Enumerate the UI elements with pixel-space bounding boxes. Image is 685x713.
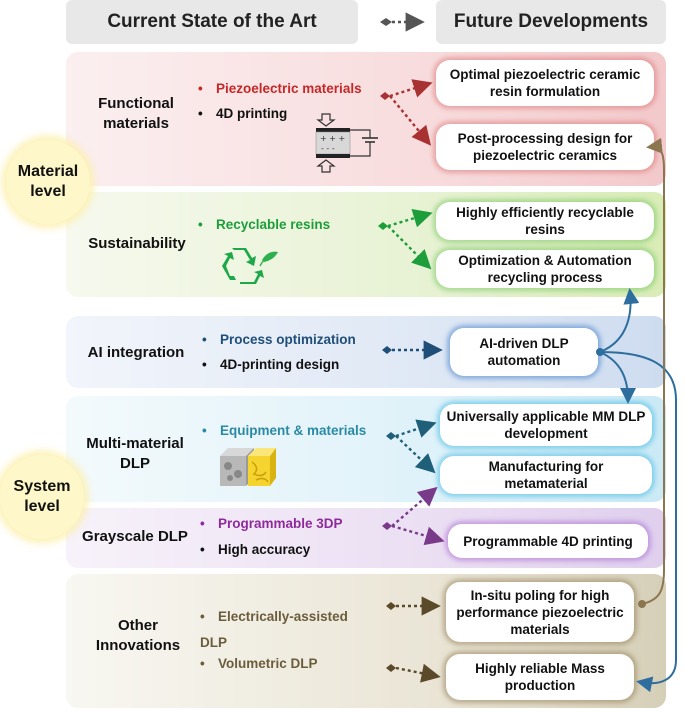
bullet-piezoelectric: •Piezoelectric materials [198,81,362,96]
bullet-text: Electrically-assisted DLP [200,609,348,650]
bullet-high-accuracy: •High accuracy [200,542,311,557]
bullet-equipment-materials: •Equipment & materials [202,423,367,438]
future-metamaterial: Manufacturing for metamaterial [440,456,652,494]
future-recyclable-resins: Highly efficiently recyclable resins [436,202,654,240]
other-arrows [386,596,441,683]
bullet-process-optimization: •Process optimization [202,332,356,347]
ai-hub-connectors [596,288,677,693]
future-insitu-poling: In-situ poling for high performance piez… [446,582,634,642]
bullet-text: Equipment & materials [220,423,367,438]
capacitor-icon: + + + - - - [312,112,388,174]
future-piezo-resin: Optimal piezoelectric ceramic resin form… [436,60,654,106]
bullet-text: High accuracy [218,542,311,557]
category-ai: AI integration [87,344,185,361]
bullet-electrically-assisted: •Electrically-assisted DLP [200,609,348,650]
gray-arrows [382,486,445,546]
category-gray: Grayscale DLP [82,528,188,545]
capacitor-plus: + + + [320,134,345,143]
bullet-text: 4D-printing design [220,357,340,372]
bullet-volumetric: •Volumetric DLP [200,656,318,671]
insitu-feedback-connector [638,137,665,608]
bullet-4d-printing: •4D printing [198,106,288,121]
functional-arrows [380,79,433,146]
future-developments-header: Future Developments [436,0,666,44]
bullet-text: Recyclable resins [216,217,331,232]
recycle-icon [220,244,280,288]
bullet-text: Process optimization [220,332,356,347]
category-other: Other Innovations [95,617,181,654]
category-multi: Multi-material DLP [86,435,184,472]
ai-arrow [382,340,443,360]
future-piezo-postprocessing: Post-processing design for piezoelectric… [436,124,654,170]
future-programmable-4d: Programmable 4D printing [448,524,648,558]
bullet-text: Piezoelectric materials [216,81,362,96]
sustainability-arrows [378,208,433,270]
material-level-badge: Material level [6,140,90,224]
future-ai-dlp: AI-driven DLP automation [450,328,598,376]
bullet-programmable-3dp: •Programmable 3DP [200,516,343,531]
bullet-text: Programmable 3DP [218,516,343,531]
bullet-text: Volumetric DLP [218,656,318,671]
legend-arrow [380,12,425,32]
future-mm-dlp: Universally applicable MM DLP developmen… [440,404,652,446]
bullet-4d-printing-design: •4D-printing design [202,357,340,372]
capacitor-minus: - - - [321,144,335,153]
multi-material-cube-icon [216,446,278,488]
category-functional: Functional materials [98,95,174,132]
category-sustainability: Sustainability [88,235,186,252]
multi-arrows [386,419,437,474]
bullet-text: 4D printing [216,106,288,121]
bullet-recyclable-resins: •Recyclable resins [198,217,331,232]
current-state-header: Current State of the Art [66,0,358,44]
system-level-badge: System level [0,455,84,539]
future-recycling-automation: Optimization & Automation recycling proc… [436,250,654,288]
future-mass-production: Highly reliable Mass production [446,654,634,700]
